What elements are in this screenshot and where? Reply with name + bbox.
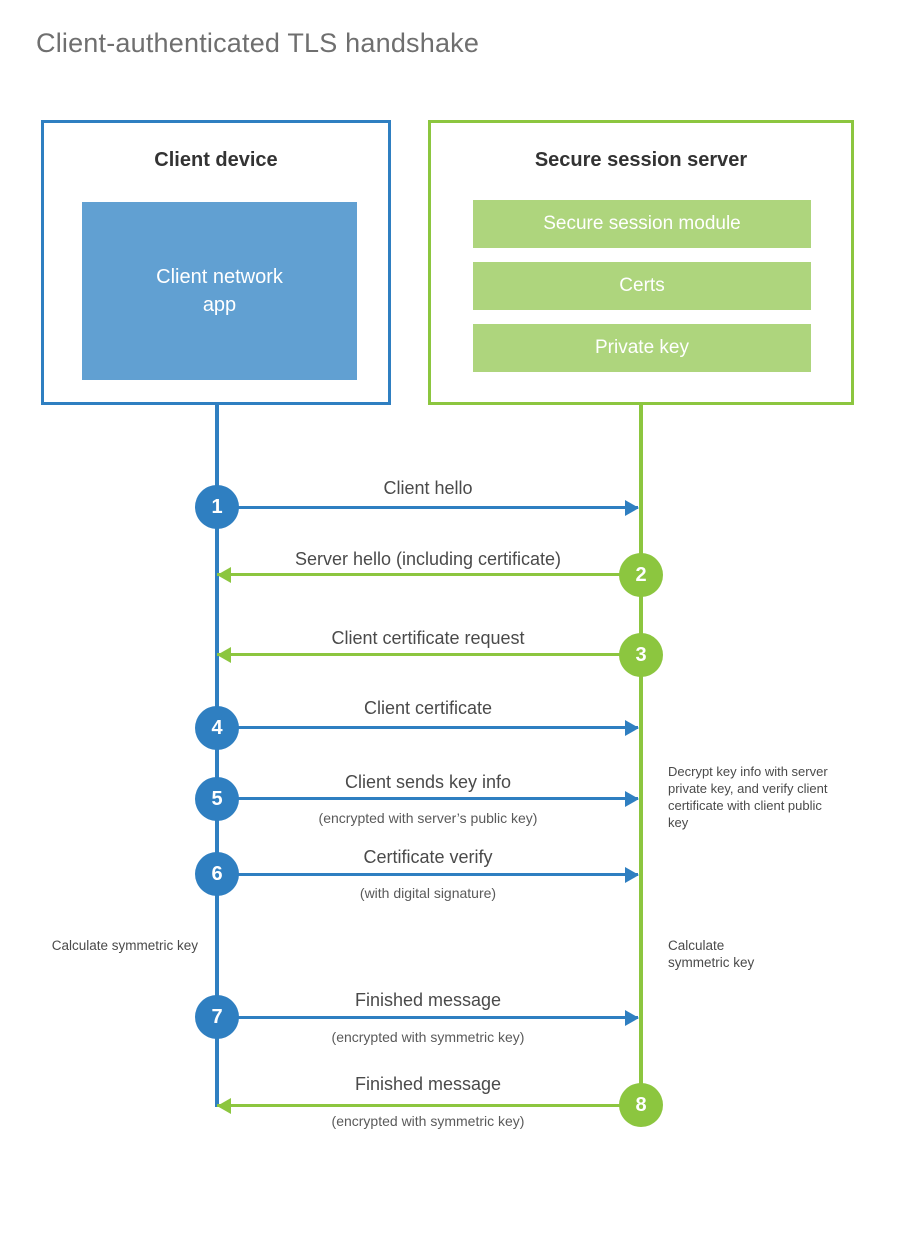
- step-3-number: 3: [619, 633, 663, 677]
- step-3-arrow-head-left-icon: [217, 647, 231, 663]
- server-module-secure-session-module: Secure session module: [473, 200, 811, 248]
- step-1-label: Client hello: [383, 478, 473, 498]
- step-5-sublabel: (encrypted with server’s public key): [318, 810, 538, 826]
- step-4-arrow-head-right-icon: [625, 720, 639, 736]
- step-5-arrow-head-right-icon: [625, 791, 639, 807]
- secure-session-server-box: Secure session server Secure session mod…: [428, 120, 854, 405]
- server-lifeline: [639, 405, 643, 1107]
- step-7-sublabel: (encrypted with symmetric key): [331, 1029, 525, 1045]
- server-decrypt-note: Decrypt key info with server private key…: [668, 764, 828, 830]
- server-module-certs: Certs: [473, 262, 811, 310]
- step-7-arrow-line: [217, 1016, 638, 1019]
- client-device-box: Client device Client network app: [41, 120, 391, 405]
- step-1-arrow-head-right-icon: [625, 500, 639, 516]
- client-calculate-symmetric-key-note: Calculate symmetric key: [51, 938, 198, 953]
- step-6-arrow-head-right-icon: [625, 867, 639, 883]
- step-6-number: 6: [195, 852, 239, 896]
- step-6-sublabel: (with digital signature): [359, 885, 497, 901]
- step-4-label: Client certificate: [363, 698, 493, 718]
- step-7-arrow-head-right-icon: [625, 1010, 639, 1026]
- step-5-label: Client sends key info: [344, 772, 512, 792]
- step-3-label: Client certificate request: [331, 628, 525, 648]
- step-3-arrow-line: [217, 653, 639, 656]
- client-app-label-line2: app: [202, 294, 237, 316]
- step-1-arrow-line: [217, 506, 638, 509]
- step-5-number: 5: [195, 777, 239, 821]
- secure-session-server-title: Secure session server: [534, 149, 748, 171]
- client-network-app-block: Client network app: [82, 202, 357, 380]
- server-modules-list: Secure session module Certs Private key: [473, 200, 811, 386]
- step-7-number: 7: [195, 995, 239, 1039]
- step-8-arrow-line: [217, 1104, 639, 1107]
- server-module-private-key: Private key: [473, 324, 811, 372]
- page-title: Client-authenticated TLS handshake: [36, 28, 480, 58]
- step-7-label: Finished message: [354, 990, 502, 1010]
- step-2-arrow-head-left-icon: [217, 567, 231, 583]
- step-4-arrow-line: [217, 726, 638, 729]
- step-8-label: Finished message: [354, 1074, 502, 1094]
- step-4-number: 4: [195, 706, 239, 750]
- server-calculate-symmetric-key-note: Calculate symmetric key: [668, 938, 755, 970]
- step-5-arrow-line: [217, 797, 638, 800]
- step-8-sublabel: (encrypted with symmetric key): [331, 1113, 525, 1129]
- step-6-label: Certificate verify: [363, 847, 493, 867]
- step-1-number: 1: [195, 485, 239, 529]
- step-2-label: Server hello (including certificate): [294, 549, 562, 569]
- step-8-arrow-head-left-icon: [217, 1098, 231, 1114]
- step-8-number: 8: [619, 1083, 663, 1127]
- step-2-number: 2: [619, 553, 663, 597]
- step-2-arrow-line: [217, 573, 639, 576]
- client-app-label-line1: Client network: [156, 266, 283, 288]
- client-device-title: Client device: [154, 149, 278, 171]
- step-6-arrow-line: [217, 873, 638, 876]
- client-lifeline: [215, 405, 219, 1107]
